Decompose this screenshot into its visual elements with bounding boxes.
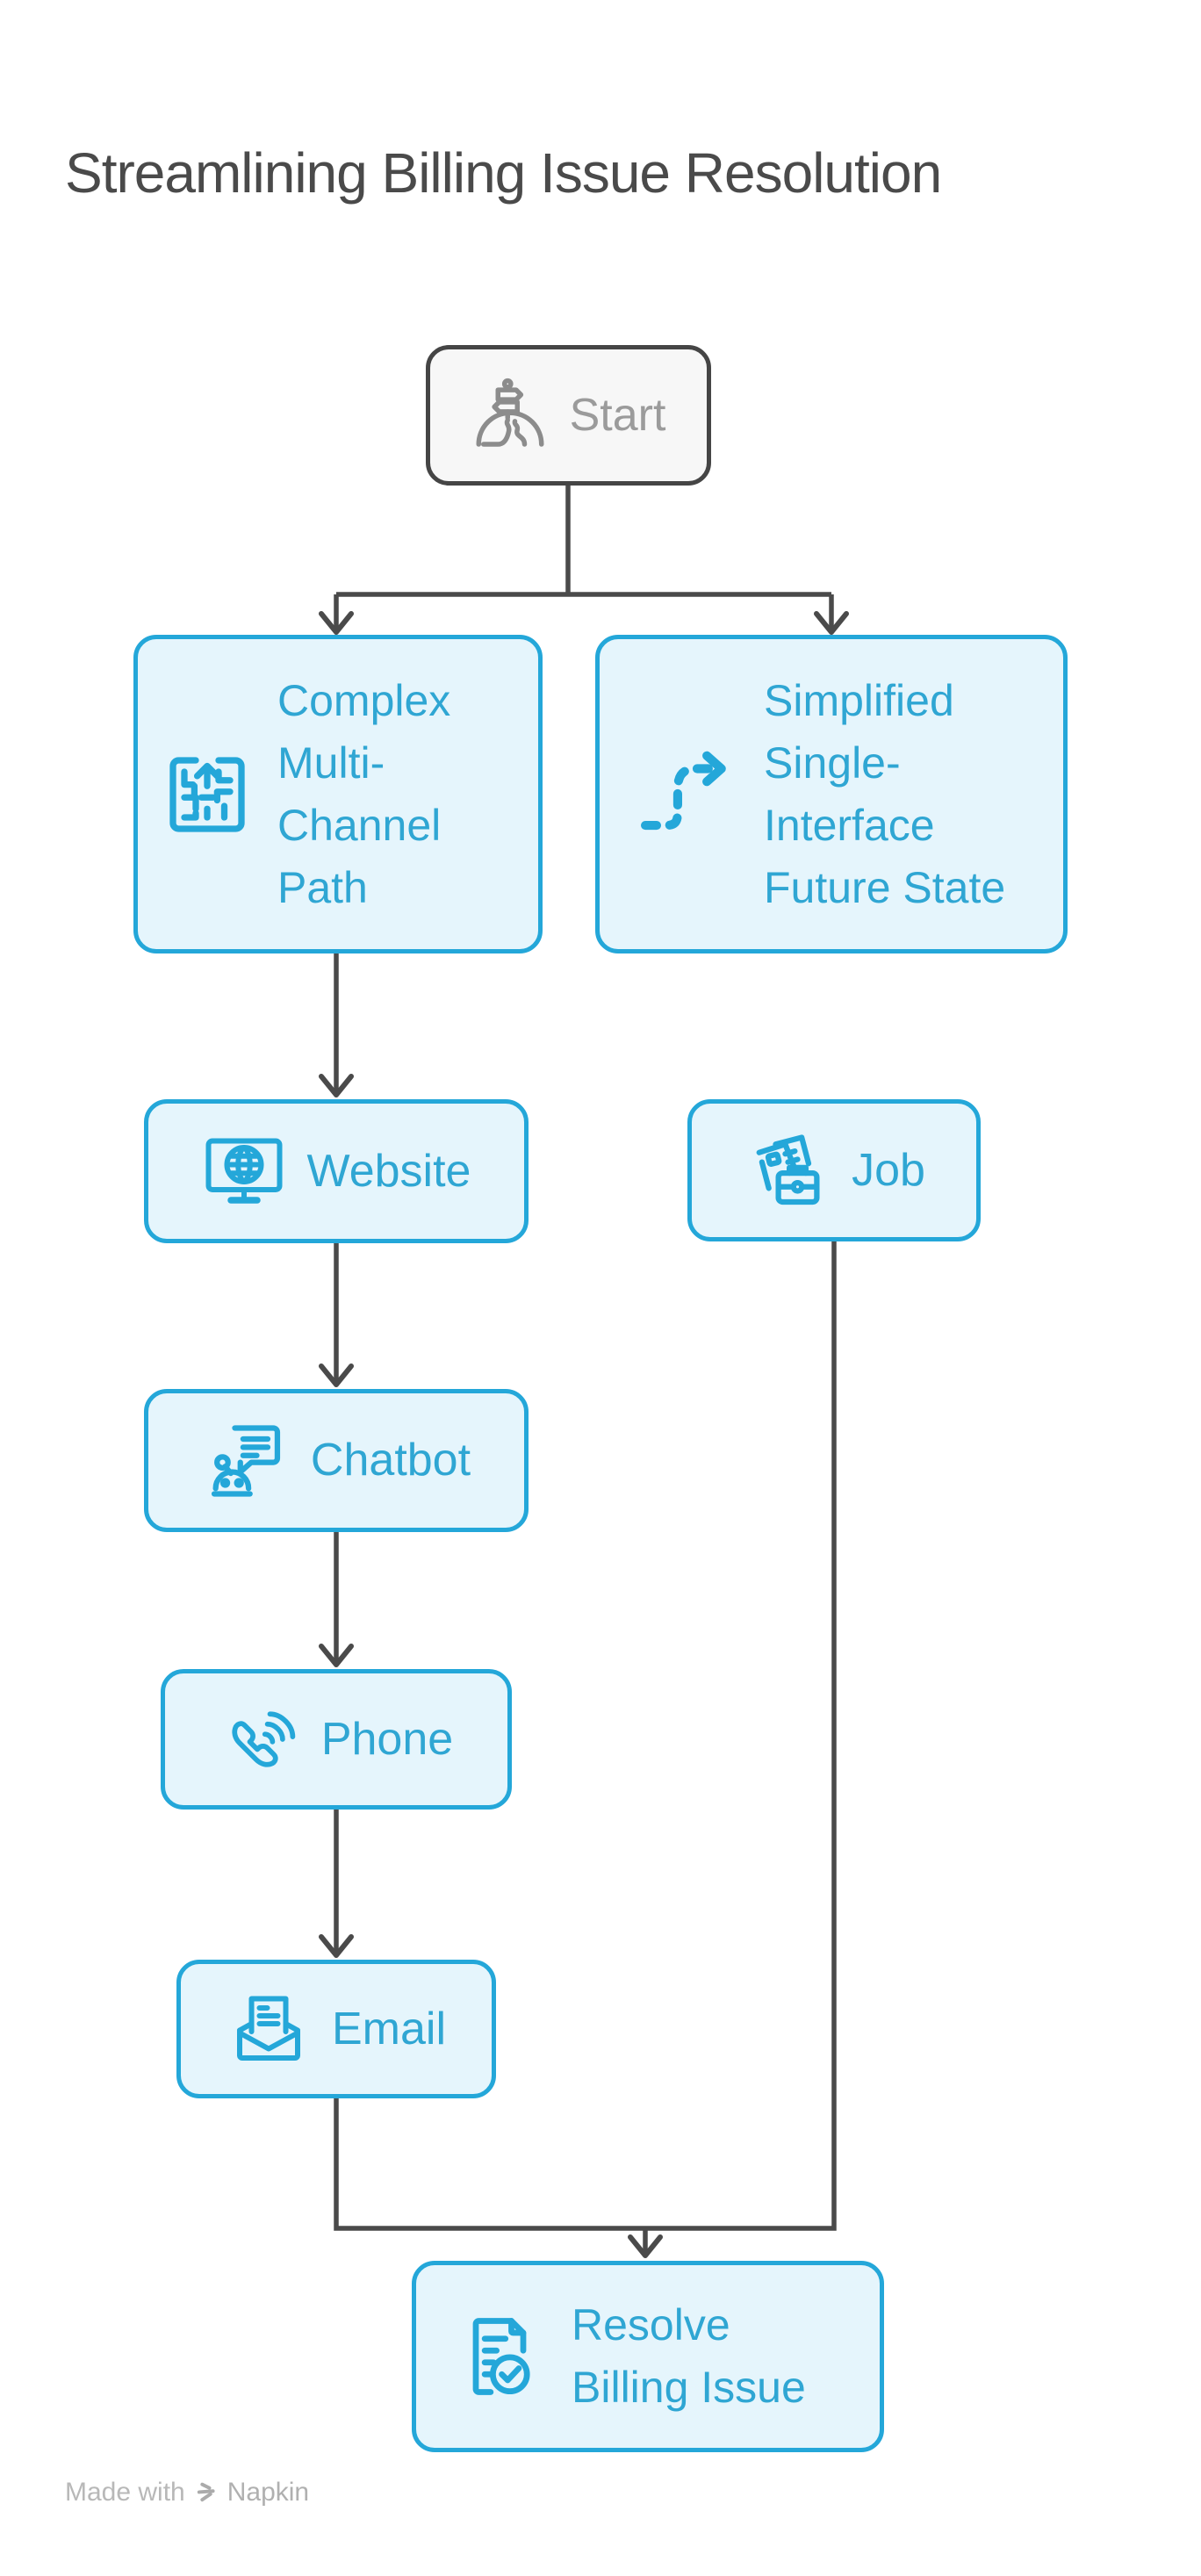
page-title: Streamlining Billing Issue Resolution <box>65 141 942 205</box>
node-label: Job <box>852 1144 925 1196</box>
node-job[interactable]: Job <box>687 1099 981 1241</box>
node-label: Start <box>569 389 666 441</box>
node-simplified-single-interface[interactable]: Simplified Single-Interface Future State <box>595 635 1068 953</box>
open-envelope-icon <box>227 1987 311 2071</box>
maze-icon <box>162 749 253 840</box>
robot-chat-icon <box>202 1417 290 1505</box>
node-label: Website <box>306 1145 471 1197</box>
made-with-napkin-credit[interactable]: Made with Napkin <box>65 2478 309 2508</box>
node-label: Complex Multi-Channel Path <box>277 675 451 912</box>
node-label: Simplified Single-Interface Future State <box>764 675 1006 912</box>
node-complex-multi-channel-path[interactable]: Complex Multi-Channel Path <box>133 635 543 953</box>
node-label: Chatbot <box>310 1435 471 1486</box>
napkin-logo-icon <box>194 2480 219 2505</box>
phone-handset-icon <box>219 1699 300 1780</box>
node-label: Resolve Billing Issue <box>572 2300 806 2412</box>
dashed-route-icon <box>636 747 739 842</box>
node-chatbot[interactable]: Chatbot <box>144 1389 529 1532</box>
monitor-globe-icon <box>202 1129 286 1213</box>
node-website[interactable]: Website <box>144 1099 529 1243</box>
document-check-icon <box>452 2309 547 2404</box>
node-label: Phone <box>320 1713 454 1765</box>
made-with-text: Made with <box>65 2478 185 2507</box>
briefcase-papers-icon <box>743 1126 831 1214</box>
node-start[interactable]: Start <box>426 345 711 486</box>
node-resolve-billing-issue[interactable]: Resolve Billing Issue <box>412 2261 884 2452</box>
napkin-brand-text: Napkin <box>227 2478 310 2507</box>
node-label: Email <box>331 2003 447 2054</box>
node-phone[interactable]: Phone <box>161 1669 512 1810</box>
node-email[interactable]: Email <box>176 1960 496 2098</box>
journey-start-icon <box>471 377 549 454</box>
